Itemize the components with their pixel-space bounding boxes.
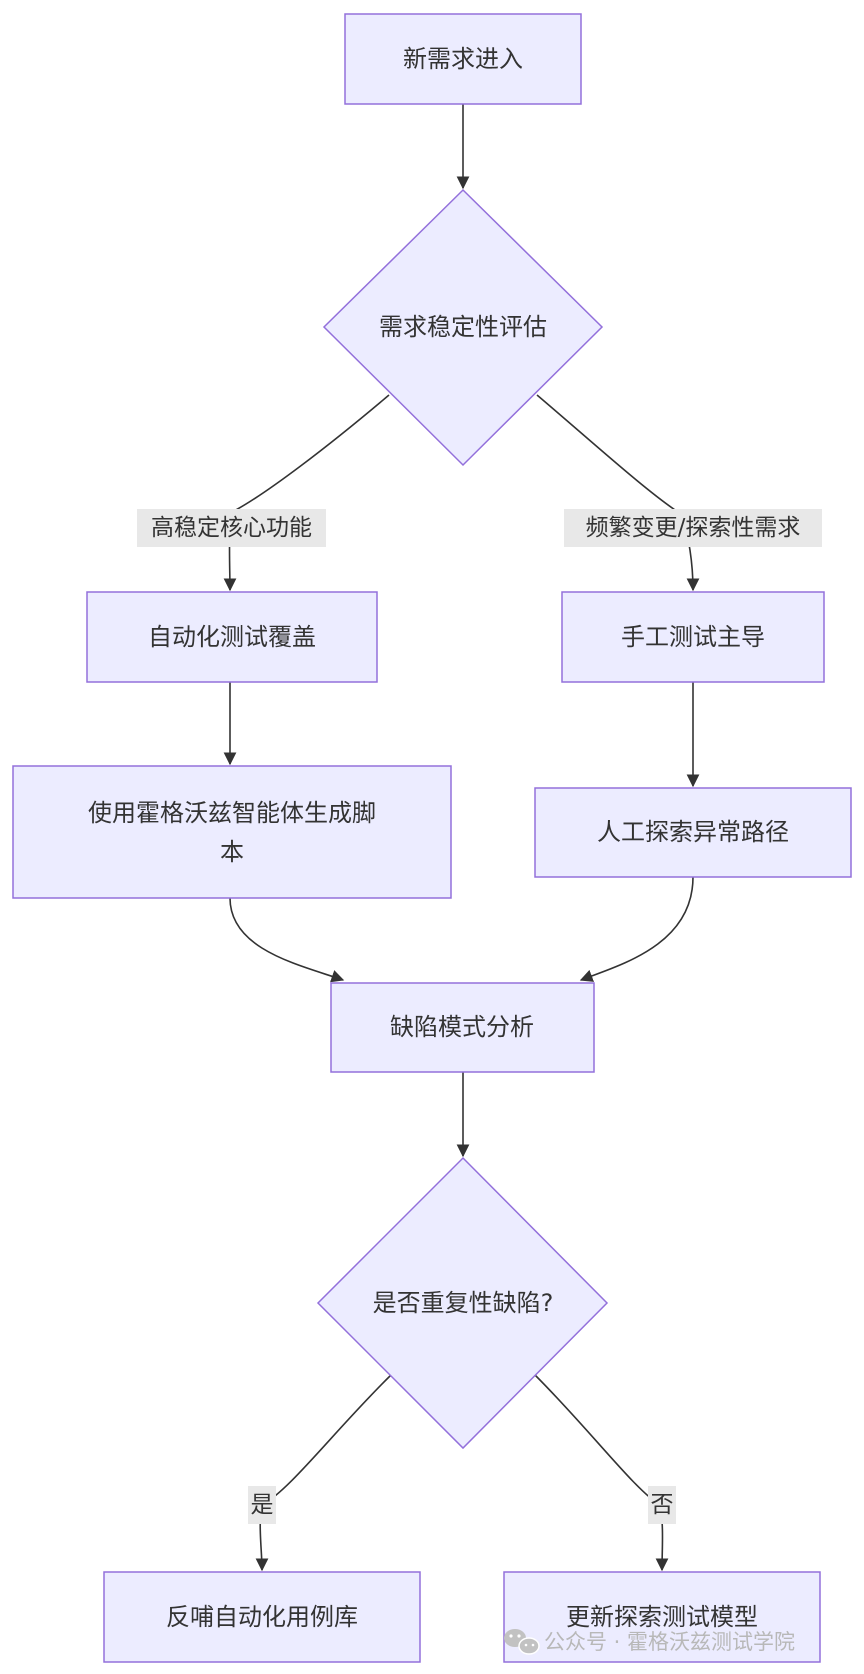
node-feedback-automation: 反哺自动化用例库 (103, 1571, 421, 1663)
edge-label-high-stability: 高稳定核心功能 (137, 509, 326, 547)
edge-agent-to-defect (229, 897, 345, 983)
wechat-icon (504, 1629, 540, 1655)
watermark: 公众号 · 霍格沃兹测试学院 (504, 1629, 795, 1655)
svg-text:是: 是 (251, 1492, 274, 1518)
svg-text:否: 否 (651, 1492, 674, 1518)
node-update-model: 更新探索测试模型 (503, 1571, 821, 1663)
node-agent-script: 使用霍格沃兹智能体生成脚 本 (12, 765, 452, 899)
node-manual-lead: 手工测试主导 (561, 591, 825, 683)
svg-text:缺陷模式分析: 缺陷模式分析 (390, 1013, 534, 1041)
edge-label-no: 否 (648, 1486, 676, 1524)
svg-text:新需求进入: 新需求进入 (403, 45, 523, 73)
node-defect-analysis: 缺陷模式分析 (330, 982, 595, 1073)
node-stability-check: 需求稳定性评估 (322, 188, 604, 467)
edge-explore-to-defect (579, 876, 694, 982)
node-start: 新需求进入 (344, 13, 582, 105)
svg-text:需求稳定性评估: 需求稳定性评估 (379, 313, 547, 341)
svg-text:使用霍格沃兹智能体生成脚: 使用霍格沃兹智能体生成脚 (88, 799, 376, 827)
svg-text:反哺自动化用例库: 反哺自动化用例库 (166, 1603, 358, 1631)
edge-label-yes: 是 (248, 1486, 276, 1524)
edge-stability-to-manual (536, 394, 700, 592)
node-manual-explore: 人工探索异常路径 (534, 787, 852, 878)
svg-text:手工测试主导: 手工测试主导 (621, 623, 765, 651)
svg-text:公众号 · 霍格沃兹测试学院: 公众号 · 霍格沃兹测试学院 (544, 1630, 795, 1654)
edge-label-frequent-change: 频繁变更/探索性需求 (564, 509, 822, 547)
node-automation-coverage: 自动化测试覆盖 (86, 591, 378, 683)
node-repeat-check: 是否重复性缺陷? (316, 1156, 609, 1450)
edge-repeat-to-feedback (255, 1374, 392, 1572)
svg-text:本: 本 (220, 838, 244, 866)
svg-text:更新探索测试模型: 更新探索测试模型 (566, 1603, 758, 1631)
svg-text:自动化测试覆盖: 自动化测试覆盖 (148, 623, 316, 651)
svg-text:频繁变更/探索性需求: 频繁变更/探索性需求 (586, 515, 801, 541)
svg-text:人工探索异常路径: 人工探索异常路径 (597, 818, 789, 846)
svg-text:是否重复性缺陷?: 是否重复性缺陷? (373, 1289, 554, 1317)
svg-text:高稳定核心功能: 高稳定核心功能 (151, 515, 312, 541)
edge-stability-to-automation (223, 394, 390, 592)
edge-repeat-to-update (534, 1374, 669, 1572)
